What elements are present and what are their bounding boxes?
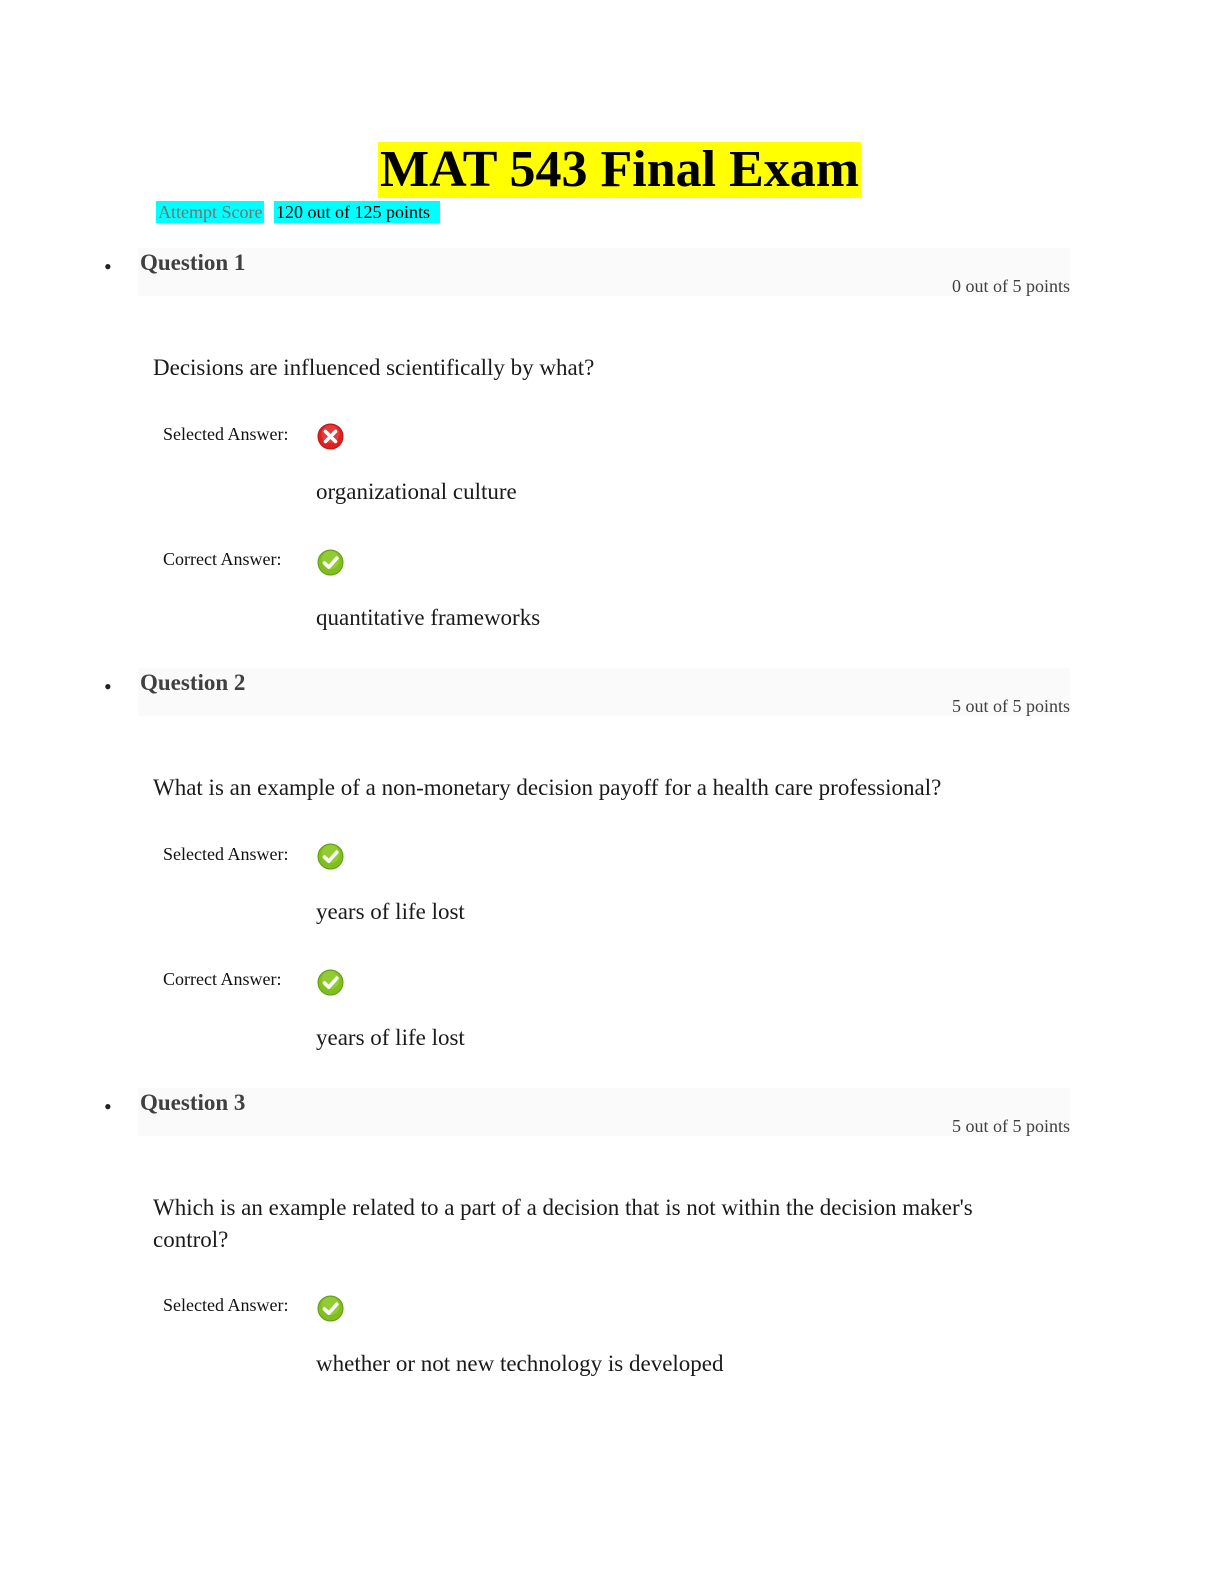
question-points: 0 out of 5 points xyxy=(951,276,1070,296)
selected-answer-label: Selected Answer: xyxy=(163,1295,289,1315)
page-title: MAT 543 Final Exam xyxy=(378,141,862,198)
correct-answer-label: Correct Answer: xyxy=(163,969,282,989)
question-text: Which is an example related to a part of… xyxy=(153,1195,973,1252)
correct-icon xyxy=(317,969,344,996)
bullet: • xyxy=(104,674,112,699)
attempt-score-value: 120 out of 125 points xyxy=(274,201,441,223)
question-header xyxy=(138,248,1070,296)
question-title: Question 1 xyxy=(140,250,246,275)
correct-icon xyxy=(317,549,344,576)
selected-answer-label: Selected Answer: xyxy=(163,424,289,444)
selected-answer-label: Selected Answer: xyxy=(163,844,289,864)
correct-answer-text: years of life lost xyxy=(316,1025,465,1050)
correct-icon xyxy=(317,843,344,870)
correct-icon xyxy=(317,1295,344,1322)
question-title: Question 2 xyxy=(140,670,246,695)
question-header xyxy=(138,1088,1070,1136)
question-points: 5 out of 5 points xyxy=(951,1116,1070,1136)
selected-answer-text: organizational culture xyxy=(316,479,517,504)
bullet: • xyxy=(104,1094,112,1119)
selected-answer-text: whether or not new technology is develop… xyxy=(316,1351,724,1376)
incorrect-icon xyxy=(317,423,344,450)
question-text: What is an example of a non-monetary dec… xyxy=(153,775,942,800)
question-title: Question 3 xyxy=(140,1090,246,1115)
bullet: • xyxy=(104,254,112,279)
question-text: Decisions are influenced scientifically … xyxy=(153,355,595,380)
attempt-score-label: Attempt Score xyxy=(156,201,265,223)
correct-answer-label: Correct Answer: xyxy=(163,549,282,569)
selected-answer-text: years of life lost xyxy=(316,899,465,924)
correct-answer-text: quantitative frameworks xyxy=(316,605,541,630)
question-points: 5 out of 5 points xyxy=(951,696,1070,716)
question-header xyxy=(138,668,1070,716)
